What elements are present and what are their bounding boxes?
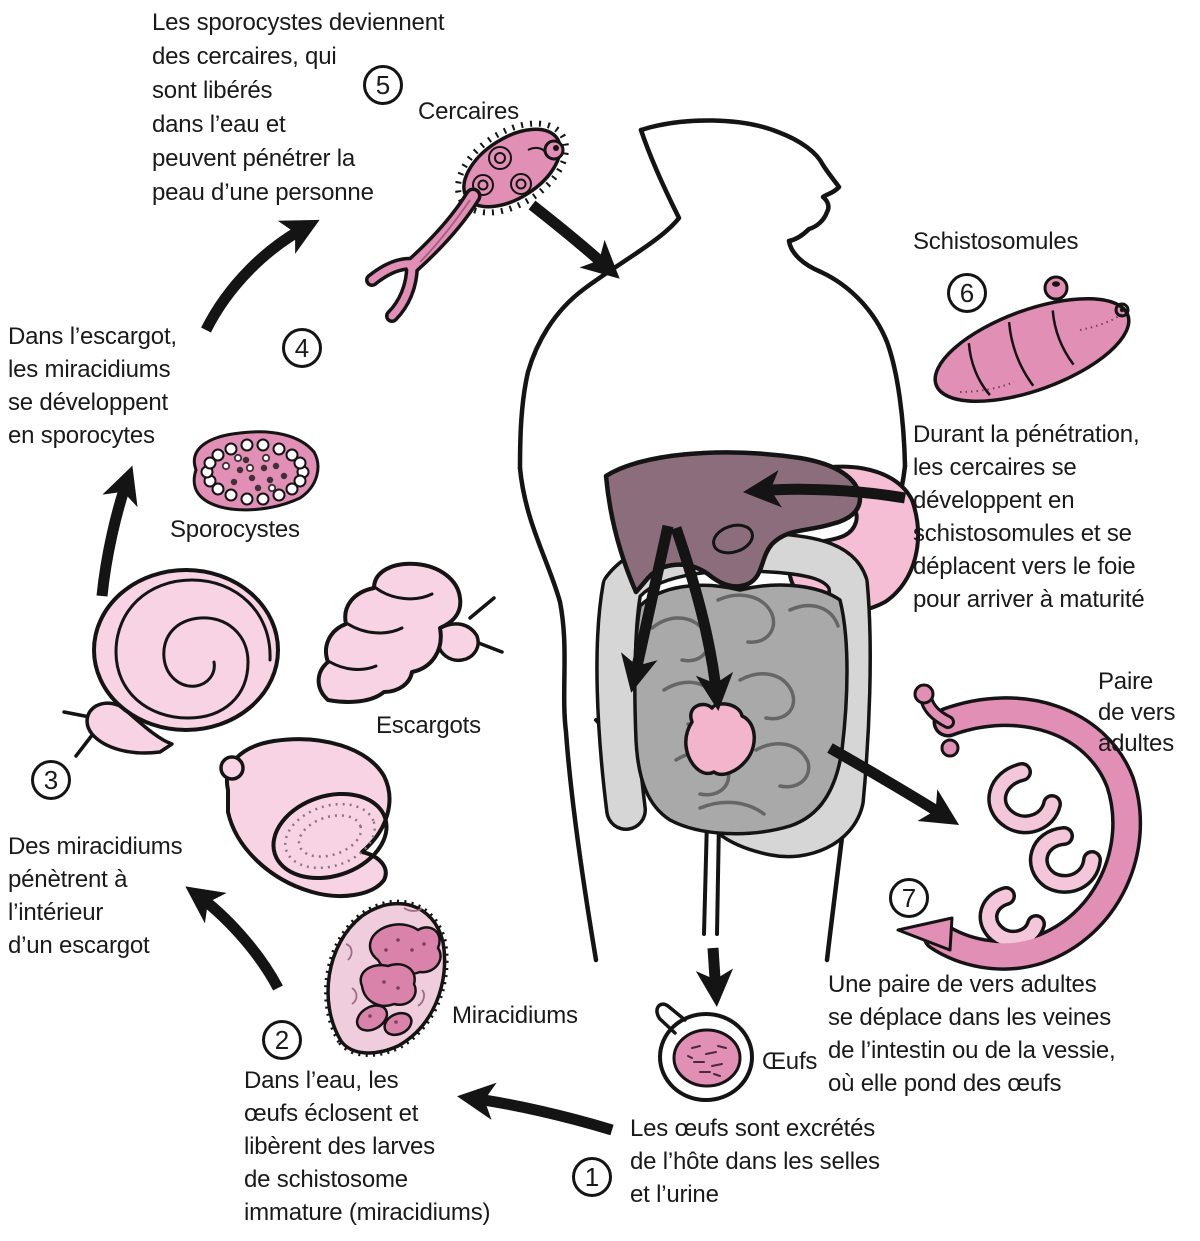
arrow-step2-to-step3 — [185, 886, 283, 991]
adult-worm-pair-illustration — [896, 683, 1143, 971]
label-sporocystes: Sporocystes — [170, 516, 300, 543]
label-paire-de-vers-adultes: Paire de vers adultes — [1098, 668, 1176, 757]
step-5-badge: 5 — [363, 65, 403, 105]
step-2-description: Dans l’eau, les œufs éclosent et libèren… — [244, 1067, 491, 1226]
flow-arrows — [96, 200, 960, 1136]
step-3-badge: 3 — [31, 760, 71, 800]
label-cercaires: Cercaires — [418, 98, 519, 125]
arrow-body-to-worms — [827, 743, 960, 825]
step-5-description: Les sporocystes deviennent des cercaires… — [152, 9, 445, 206]
arrow-step3-to-step4 — [96, 465, 138, 597]
step-4-badge: 4 — [282, 328, 322, 368]
label-schistosomules: Schistosomules — [913, 228, 1079, 255]
cercaria-illustration — [365, 120, 570, 323]
step-1-description: Les œufs sont excrétés de l’hôte dans le… — [630, 1115, 880, 1208]
step-1-badge: 1 — [572, 1157, 612, 1197]
label-escargots: Escargots — [376, 712, 481, 739]
arrow-step1-to-step2 — [457, 1082, 614, 1136]
sporocyst-illustration — [192, 430, 320, 512]
arrow-step4-to-step5 — [201, 219, 320, 333]
arrow-body-to-eggs — [695, 947, 734, 1008]
step-2-badge: 2 — [262, 1020, 302, 1060]
snails-illustration — [62, 561, 504, 898]
small-intestine — [633, 583, 849, 836]
gallbladder-notch — [712, 523, 754, 555]
egg-illustration — [655, 1002, 754, 1102]
step-7-description: Une paire de vers adultes se déplace dan… — [828, 971, 1116, 1097]
arrow-liver-to-bladder — [670, 526, 734, 712]
step-6-badge: 6 — [947, 273, 987, 313]
step-6-description: Durant la pénétration, les cercaires se … — [913, 421, 1145, 613]
label-miracidiums: Miracidiums — [452, 1002, 578, 1029]
step-7-badge: 7 — [889, 878, 929, 918]
step-4-description: Dans l’escargot, les miracidiums se déve… — [8, 323, 177, 449]
schistosomule-illustration — [933, 275, 1131, 404]
miracidium-illustration — [324, 899, 449, 1057]
label-oeufs: Œufs — [762, 1048, 818, 1075]
step-3-description: Des miracidiums pénètrent à l’intérieur … — [8, 833, 183, 959]
large-intestine — [595, 530, 872, 859]
arrow-cercaria-to-body — [528, 200, 620, 279]
arrow-to-liver — [742, 470, 906, 508]
organs — [595, 450, 920, 859]
arrow-liver-to-intestine — [620, 524, 674, 693]
